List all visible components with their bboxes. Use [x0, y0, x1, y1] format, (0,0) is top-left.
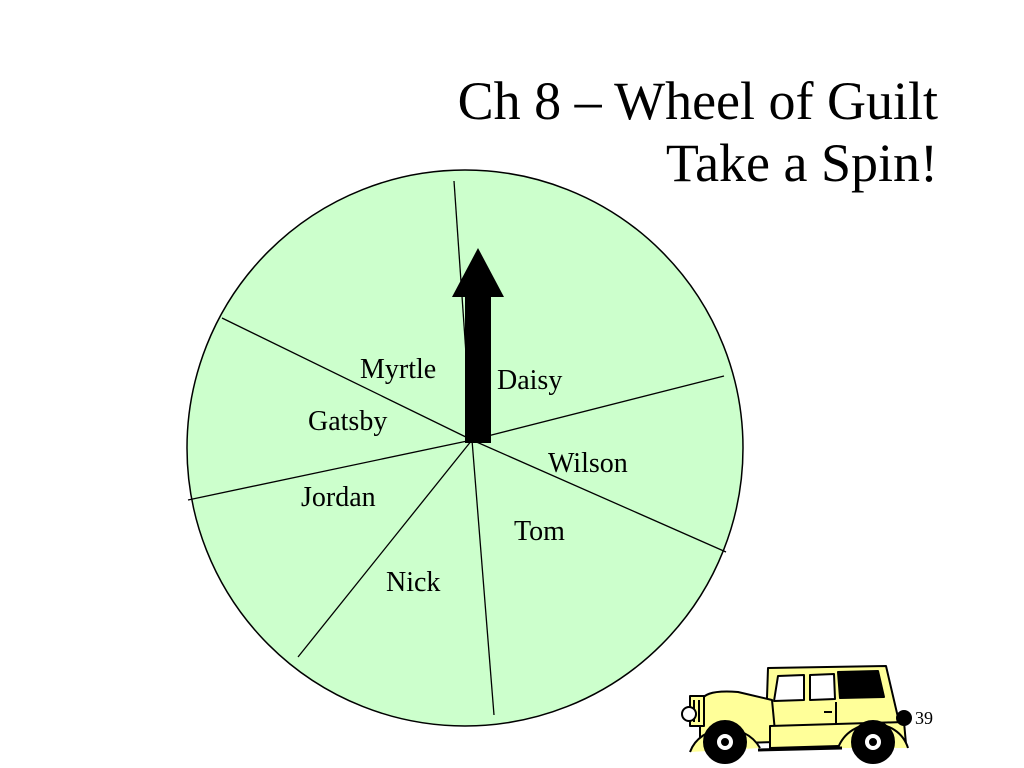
segment-label-jordan: Jordan — [301, 482, 376, 513]
segment-label-myrtle: Myrtle — [360, 354, 436, 385]
segment-label-daisy: Daisy — [497, 365, 562, 396]
wheel-dividers — [187, 180, 727, 716]
slide-number: 39 — [915, 708, 933, 728]
divider-line — [471, 375, 725, 441]
segment-label-nick: Nick — [386, 567, 440, 598]
divider-line — [221, 317, 473, 441]
slide-title: Ch 8 – Wheel of Guilt Take a Spin! — [458, 70, 938, 194]
title-line-1: Ch 8 – Wheel of Guilt — [457, 71, 938, 131]
segment-label-gatsby: Gatsby — [308, 406, 387, 437]
divider-line — [297, 439, 473, 658]
divider-line — [471, 439, 727, 553]
segment-label-tom: Tom — [514, 516, 565, 547]
spinner-arrow-icon[interactable] — [452, 248, 504, 443]
vintage-car-icon — [681, 665, 912, 764]
divider-line — [187, 439, 473, 501]
divider-line — [471, 439, 495, 716]
segment-label-wilson: Wilson — [548, 448, 628, 479]
title-line-2: Take a Spin! — [665, 133, 938, 193]
